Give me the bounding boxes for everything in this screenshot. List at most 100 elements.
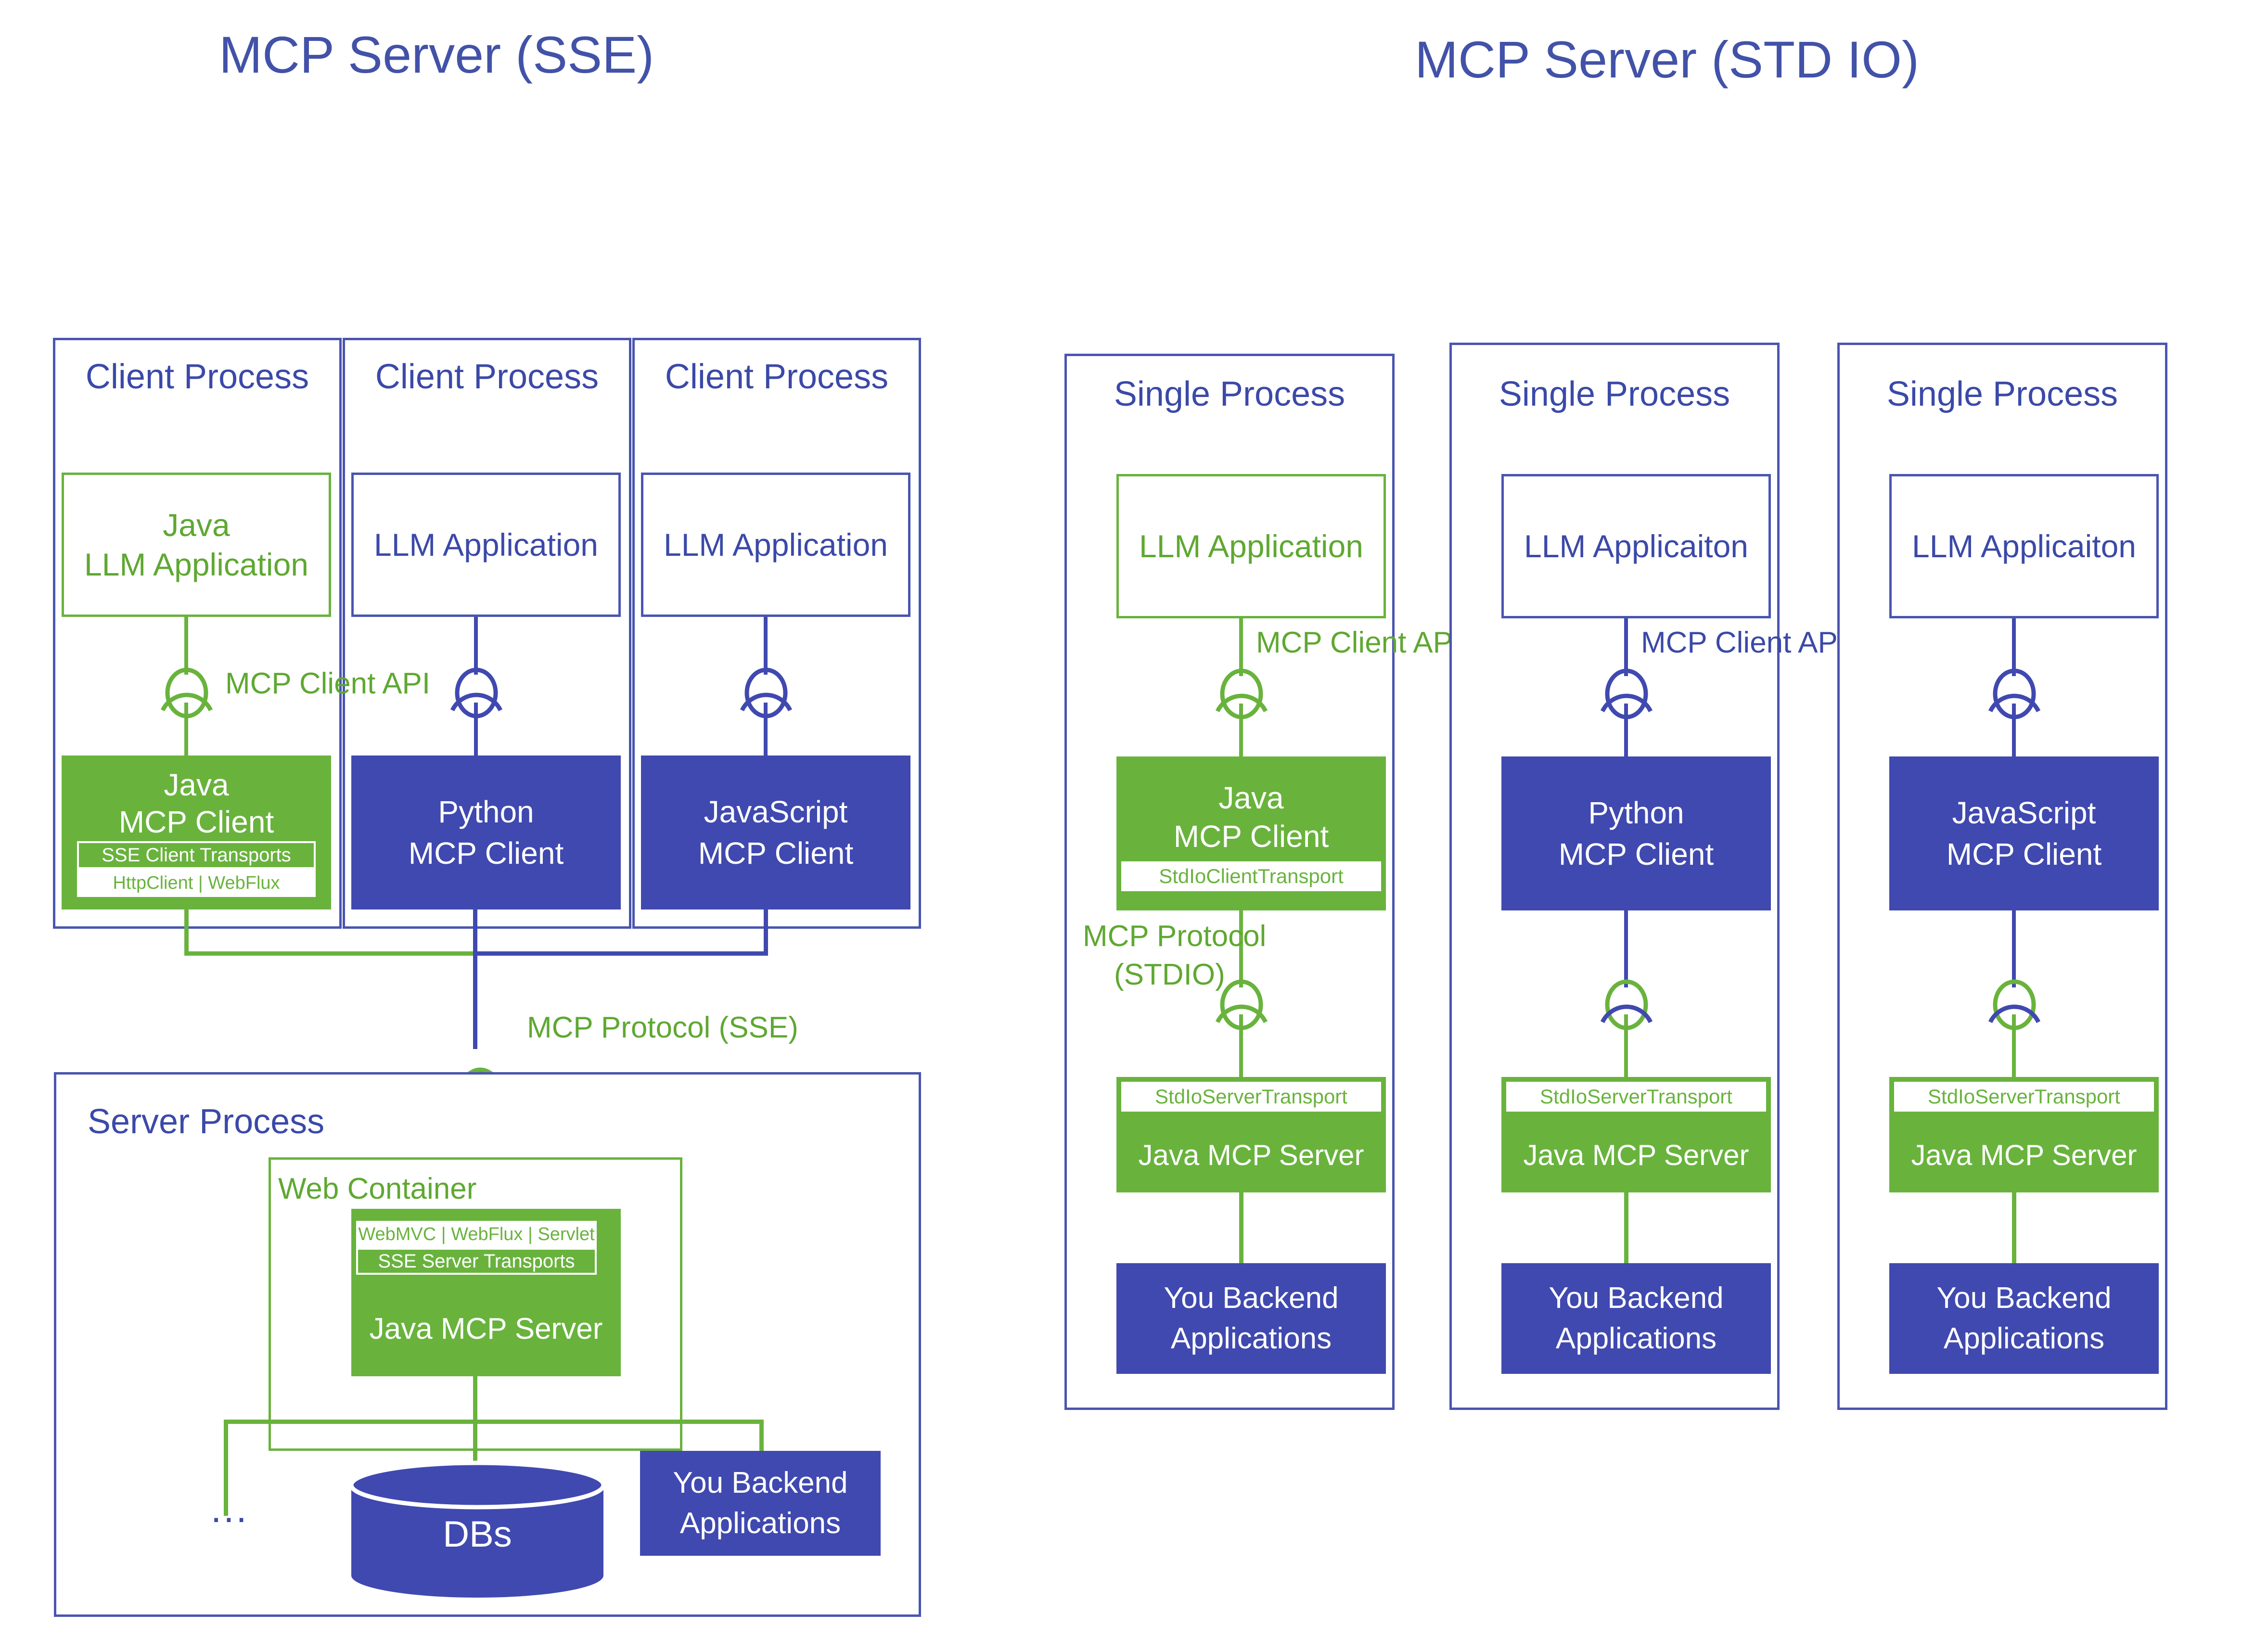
stdio-protocol-line-3 — [2012, 910, 2016, 987]
stdio-mcp-client-line-3a: JavaScript — [1952, 795, 2096, 830]
web-stack-label: WebMVC | WebFlux | Servlet — [358, 1224, 595, 1244]
mcp-client-box-2[interactable]: Python MCP Client — [351, 756, 621, 909]
single-process-title-1: Single Process — [1114, 375, 1345, 413]
stdio-conn-line-1b — [1239, 704, 1243, 756]
stdio-backend-line-1a: You Backend — [1164, 1281, 1339, 1315]
single-process-title-3: Single Process — [1886, 375, 2118, 413]
stdio-backend-line-1b: Applications — [1170, 1322, 1332, 1355]
bus-drop-blue — [764, 909, 768, 955]
stdio-protocol-line-2b — [1624, 1014, 1628, 1077]
web-stack-strip: WebMVC | WebFlux | Servlet — [356, 1221, 597, 1248]
stdio-server-transport-label-1: StdIoServerTransport — [1155, 1085, 1347, 1108]
server-bus-mid-drop — [473, 1420, 477, 1473]
stdio-client-transport-strip-1: StdIoClientTransport — [1121, 861, 1381, 891]
web-container-title: Web Container — [278, 1172, 477, 1205]
backend-applications-box-sse[interactable]: You Backend Applications — [640, 1451, 881, 1556]
more-backends-ellipsis: ... — [211, 1487, 249, 1530]
llm-application-box-2[interactable]: LLM Application — [351, 473, 621, 617]
stdio-protocol-line-2 — [1624, 910, 1628, 987]
stdio-conn-line-2 — [1624, 618, 1628, 676]
stdio-llm-app-box-3[interactable]: LLM Applicaiton — [1889, 474, 2159, 618]
stdio-conn-line-2b — [1624, 704, 1628, 756]
connector-line-3 — [764, 617, 768, 675]
stdio-mcp-client-api-label-2: MCP Client API — [1641, 626, 1846, 659]
stdio-server-transport-strip-3: StdIoServerTransport — [1894, 1082, 2154, 1112]
mcp-client-box-3[interactable]: JavaScript MCP Client — [641, 756, 910, 909]
stdio-protocol-line-1b — [1239, 1014, 1243, 1077]
backend-line-b: Applications — [679, 1507, 841, 1540]
httpclient-webflux-label: HttpClient | WebFlux — [113, 872, 280, 893]
stdio-conn-line-1 — [1239, 618, 1243, 676]
llm-app-line-2a: LLM Application — [374, 527, 598, 563]
single-process-title-2: Single Process — [1499, 375, 1730, 413]
connector-line-1b — [184, 703, 188, 756]
stdio-mcp-client-box-3[interactable]: JavaScript MCP Client — [1889, 756, 2159, 910]
stdio-backend-line-2b: Applications — [1555, 1322, 1717, 1355]
backend-line-a: You Backend — [673, 1466, 848, 1500]
client-process-title-1: Client Process — [85, 358, 309, 396]
mcp-client-line-2b: MCP Client — [408, 836, 564, 871]
llm-app-line-1b: LLM Application — [84, 547, 308, 582]
stdio-mcp-client-line-3b: MCP Client — [1946, 837, 2102, 871]
stdio-llm-app-label-1: LLM Application — [1139, 528, 1363, 564]
title-stdio: MCP Server (STD IO) — [1415, 30, 1920, 89]
stdio-mcp-client-line-1a: Java — [1218, 781, 1284, 815]
stdio-protocol-label-1b: (STDIO) — [1114, 958, 1225, 991]
stdio-server-backend-line-1 — [1239, 1192, 1243, 1266]
mcp-client-line-1a: Java — [164, 768, 229, 803]
sse-client-transports-strip: SSE Client Transports — [77, 841, 316, 869]
stdio-protocol-line-3b — [2012, 1014, 2016, 1077]
sse-server-transports-strip: SSE Server Transports — [356, 1248, 597, 1275]
stdio-client-transport-label-1: StdIoClientTransport — [1159, 865, 1344, 887]
mcp-client-api-label-1: MCP Client API — [225, 667, 431, 700]
stdio-llm-app-box-2[interactable]: LLM Applicaiton — [1501, 474, 1771, 618]
sse-server-transports-label: SSE Server Transports — [378, 1250, 575, 1272]
llm-application-box-3[interactable]: LLM Application — [641, 473, 910, 617]
stdio-conn-line-3b — [2012, 704, 2016, 756]
stdio-backend-box-3[interactable]: You Backend Applications — [1889, 1263, 2159, 1374]
bus-drop-green — [184, 909, 189, 955]
stdio-java-mcp-server-label-1: Java MCP Server — [1138, 1139, 1364, 1171]
stdio-mcp-client-line-1b: MCP Client — [1173, 819, 1329, 854]
stdio-server-backend-line-3 — [2012, 1192, 2016, 1266]
mcp-client-line-3b: MCP Client — [698, 836, 854, 871]
client-process-title-2: Client Process — [375, 358, 599, 396]
bus-horizontal-green — [184, 951, 473, 956]
connector-line-2 — [474, 617, 478, 675]
server-bus-left-drop — [224, 1420, 228, 1516]
stdio-mcp-client-box-2[interactable]: Python MCP Client — [1501, 756, 1771, 910]
stdio-mcp-client-line-2b: MCP Client — [1558, 837, 1714, 871]
sse-client-transports-label: SSE Client Transports — [102, 844, 291, 866]
stdio-llm-app-box-1[interactable]: LLM Application — [1116, 474, 1386, 618]
httpclient-webflux-strip: HttpClient | WebFlux — [77, 869, 316, 897]
mcp-protocol-sse-label: MCP Protocol (SSE) — [527, 1011, 798, 1044]
stdio-backend-box-2[interactable]: You Backend Applications — [1501, 1263, 1771, 1374]
stdio-conn-line-3 — [2012, 618, 2016, 676]
llm-application-box-1[interactable]: Java LLM Application — [62, 473, 331, 617]
stdio-protocol-line-1 — [1239, 910, 1243, 987]
connector-line-3b — [764, 703, 768, 756]
stdio-backend-box-1[interactable]: You Backend Applications — [1116, 1263, 1386, 1374]
mcp-client-line-1b: MCP Client — [118, 805, 274, 839]
stdio-server-transport-strip-2: StdIoServerTransport — [1506, 1082, 1766, 1112]
stdio-backend-line-3a: You Backend — [1936, 1281, 2112, 1315]
stdio-java-mcp-server-label-2: Java MCP Server — [1523, 1139, 1749, 1171]
stdio-server-transport-strip-1: StdIoServerTransport — [1121, 1082, 1381, 1112]
server-process-title: Server Process — [88, 1102, 325, 1141]
stdio-server-transport-label-2: StdIoServerTransport — [1540, 1085, 1732, 1108]
stdio-llm-app-label-2: LLM Applicaiton — [1524, 528, 1748, 564]
database-cylinder[interactable] — [347, 1460, 607, 1598]
stdio-backend-line-3b: Applications — [1943, 1322, 2105, 1355]
stdio-java-mcp-server-label-3: Java MCP Server — [1911, 1139, 2137, 1171]
server-bus-stem — [473, 1376, 477, 1422]
stdio-server-transport-label-3: StdIoServerTransport — [1928, 1085, 2120, 1108]
java-mcp-server-label: Java MCP Server — [369, 1312, 603, 1345]
stdio-llm-app-label-3: LLM Applicaiton — [1912, 528, 2136, 564]
title-sse: MCP Server (SSE) — [219, 26, 654, 84]
bus-center-stem — [473, 909, 477, 1049]
database-label: DBs — [443, 1514, 512, 1555]
llm-app-line-1a: Java — [163, 507, 230, 543]
client-process-title-3: Client Process — [665, 358, 889, 396]
mcp-client-line-2a: Python — [438, 794, 534, 829]
stdio-backend-line-2a: You Backend — [1549, 1281, 1724, 1315]
